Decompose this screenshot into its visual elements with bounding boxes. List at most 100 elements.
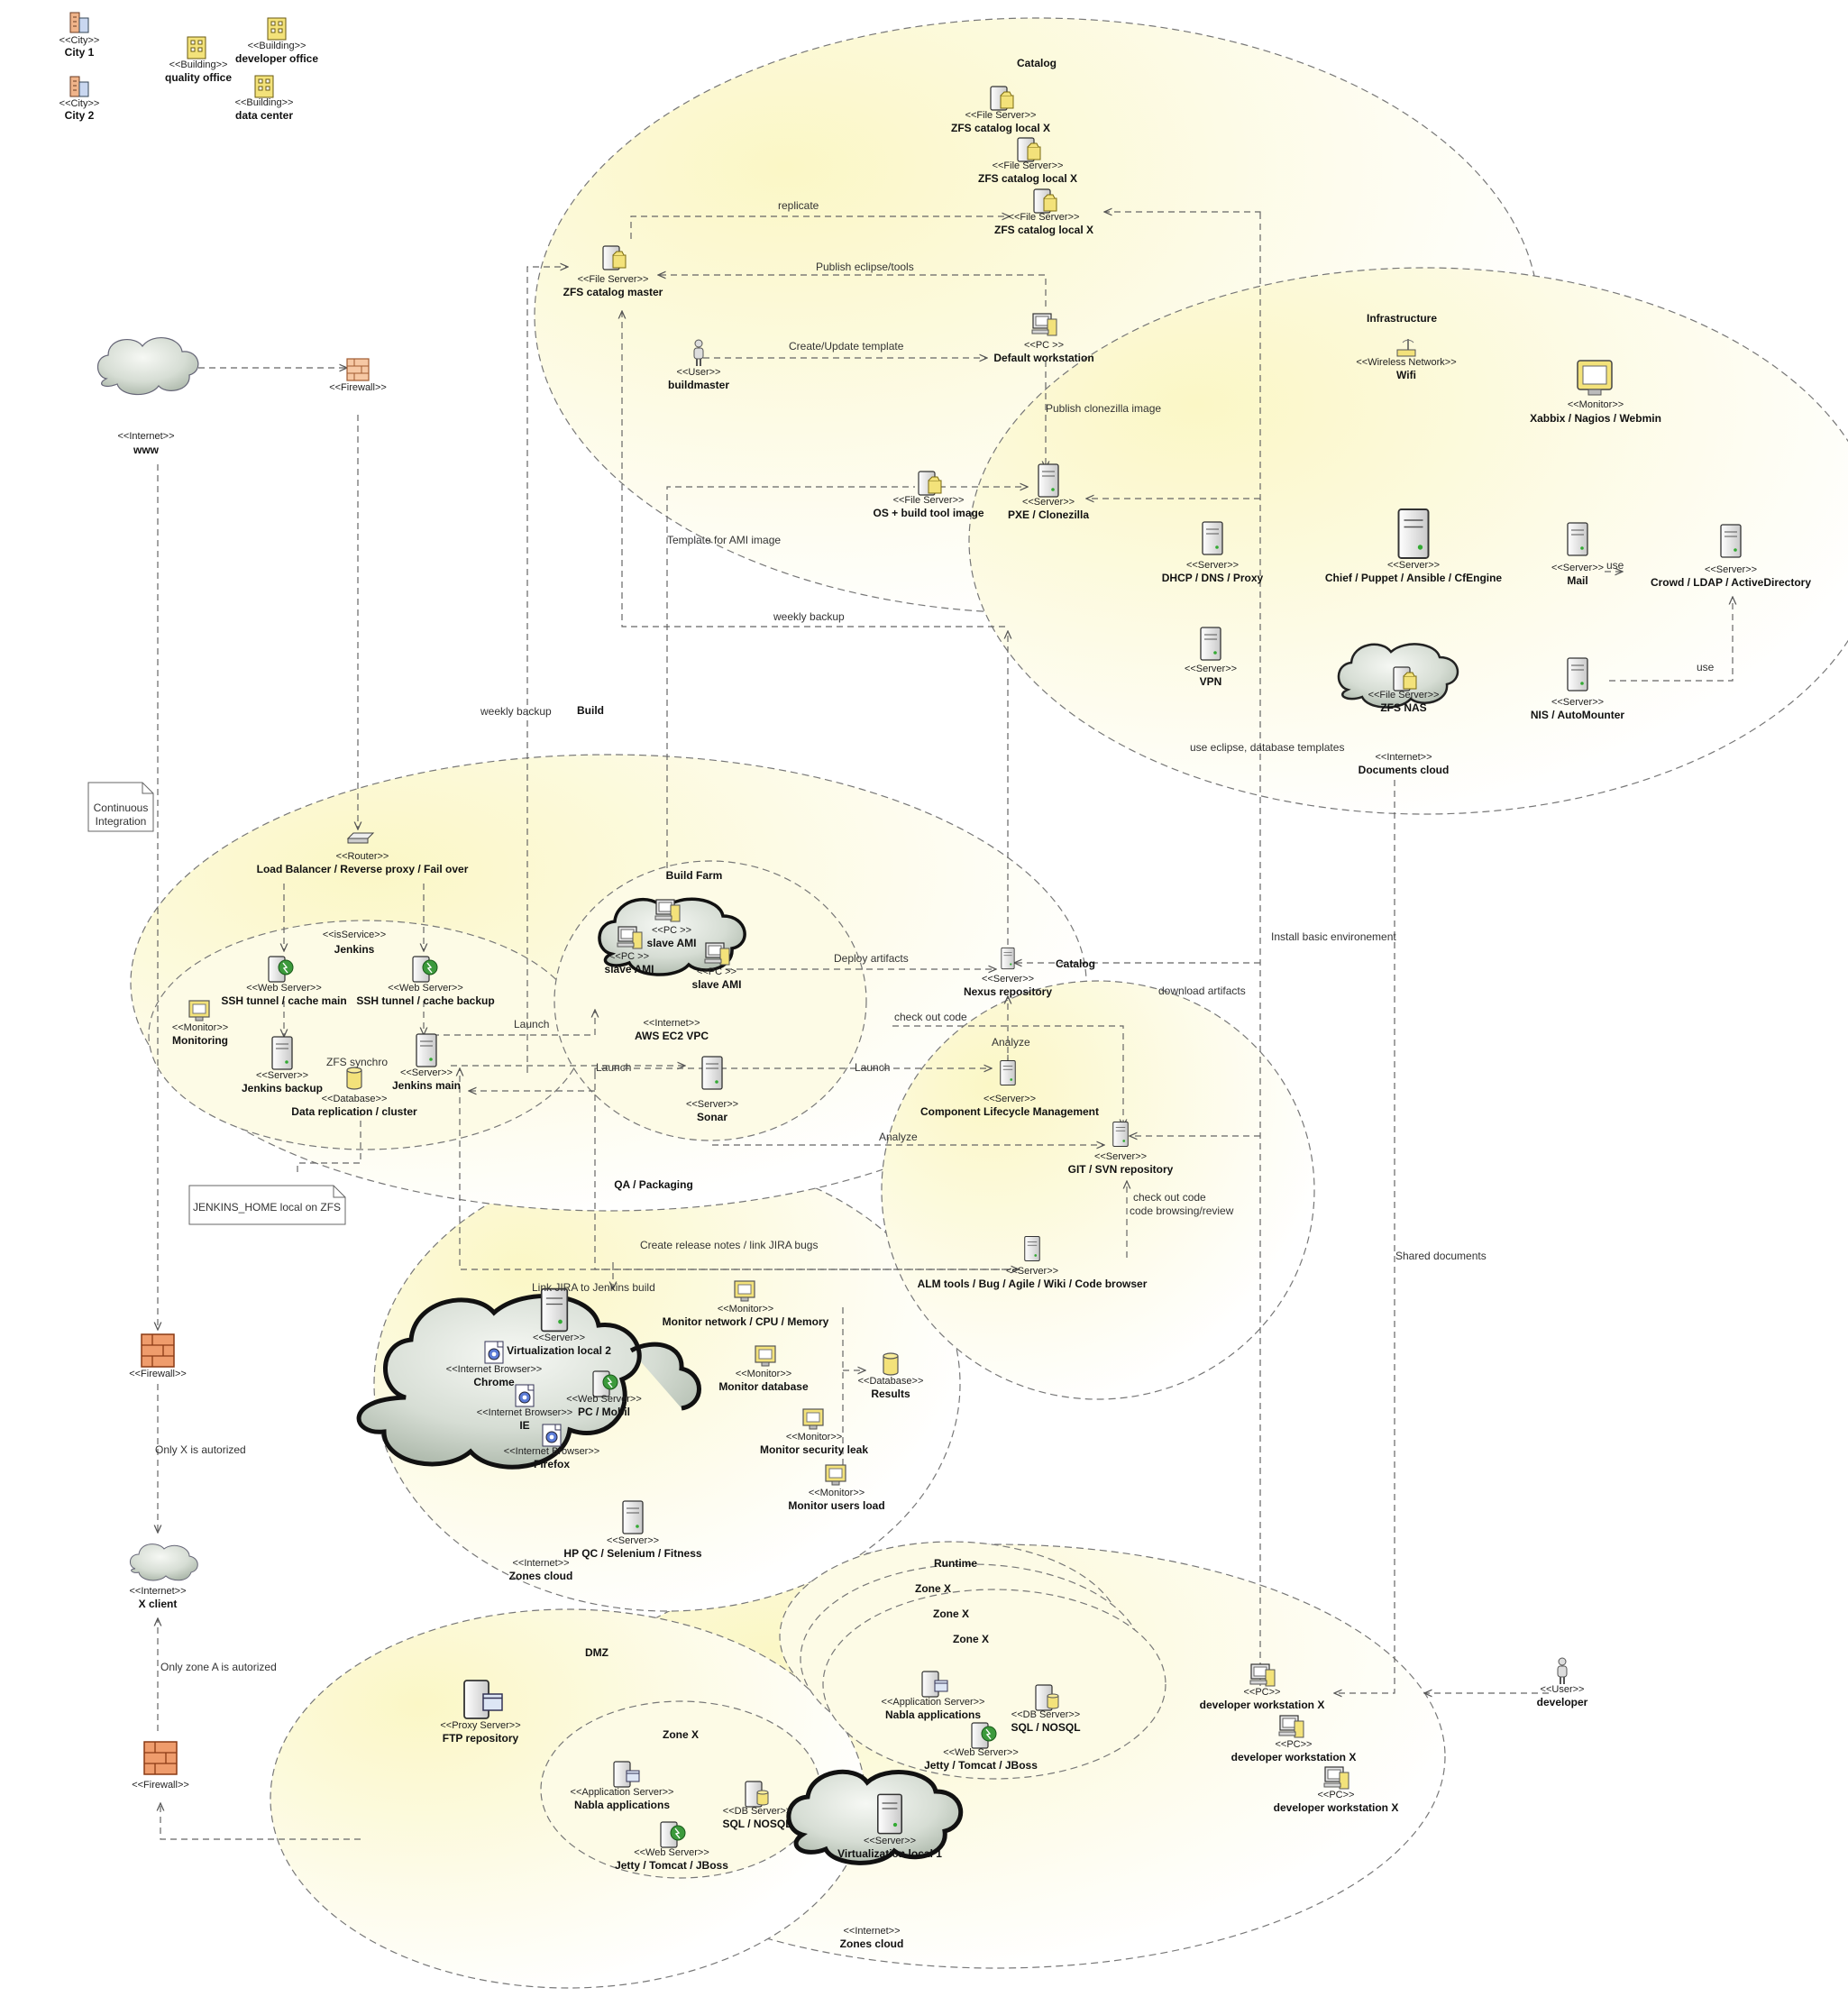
qa-cloud — [356, 1294, 701, 1470]
node-virt2-name: Virtualization local 2 — [507, 1344, 611, 1357]
edge-label-create-template: Create/Update template — [789, 340, 904, 353]
node-wifi-name: Wifi — [1396, 369, 1416, 381]
node-chief-stereo: <<Server>> — [1387, 560, 1440, 571]
edge-label-only-zone-a: Only zone A is autorized — [160, 1661, 277, 1673]
node-dev-ws-2-name: developer workstation X — [1231, 1751, 1357, 1763]
node-router-name: Load Balancer / Reverse proxy / Fail ove… — [257, 863, 469, 875]
node-buildmaster-name: buildmaster — [668, 379, 729, 391]
node-pc-mobil-name: PC / Mobil — [578, 1406, 630, 1418]
edge-label-check-out-2: check out code — [1133, 1191, 1206, 1204]
node-firewall-mid-stereo: <<Firewall>> — [129, 1369, 187, 1379]
legend-city2-name: City 2 — [65, 109, 95, 122]
edge-label-shared-docs: Shared documents — [1395, 1250, 1487, 1262]
node-slave-1-stereo: <<PC >> — [652, 925, 691, 936]
node-nexus-name: Nexus repository — [964, 985, 1052, 998]
edge-launch-1 — [433, 1010, 595, 1036]
node-rt-web-stereo: <<Web Server>> — [943, 1747, 1019, 1758]
node-aws-name: AWS EC2 VPC — [635, 1030, 709, 1042]
node-dhcp-stereo: <<Server>> — [1186, 560, 1239, 571]
node-zfs-local-3-stereo: <<File Server>> — [1009, 212, 1080, 223]
node-www-name: www — [133, 444, 160, 456]
edge-label-weekly-backup-2: weekly backup — [480, 705, 552, 718]
node-slave-2-name: slave AMI — [605, 963, 654, 976]
node-pxe-stereo: <<Server>> — [1022, 497, 1075, 508]
user-icon — [1557, 1657, 1568, 1685]
note-ci-line-2: Integration — [96, 815, 147, 828]
node-mon-load-stereo: <<Monitor>> — [809, 1488, 865, 1498]
legend-city1-name: City 1 — [65, 46, 95, 59]
node-x-client-name: X client — [139, 1598, 178, 1610]
virt1-cloud — [786, 1769, 964, 1865]
node-labels: <<City>> City 1 <<City>> City 2 <<Buildi… — [59, 35, 1812, 1950]
edge-check-out-1 — [892, 1025, 1123, 1127]
node-sonar-name: Sonar — [697, 1111, 727, 1123]
edge-label-zfs-synchro: ZFS synchro — [326, 1056, 388, 1068]
node-zones-cloud-qa-name: Zones cloud — [509, 1570, 573, 1582]
node-mon-net-stereo: <<Monitor>> — [718, 1304, 773, 1314]
city-icon — [69, 76, 89, 97]
node-dmz-db-name: SQL / NOSQL — [722, 1818, 791, 1830]
edge-template-ami — [666, 486, 915, 879]
node-nis-name: NIS / AutoMounter — [1531, 709, 1625, 721]
node-jenkins-backup-stereo: <<Server>> — [256, 1070, 308, 1081]
node-docs-cloud-stereo: <<Internet>> — [1376, 752, 1432, 763]
node-xabbix-stereo: <<Monitor>> — [1568, 399, 1624, 410]
legend-datacenter-stereo: <<Building>> — [235, 97, 294, 108]
legend-devoffice-name: developer office — [235, 52, 318, 65]
node-xabbix-name: Xabbix / Nagios / Webmin — [1530, 412, 1661, 425]
zone-title-jenkins-stereo: <<isService>> — [323, 930, 386, 940]
firewall-icon — [143, 1741, 178, 1775]
zone-title-runtime: Runtime — [934, 1557, 977, 1570]
node-dmz-app-name: Nabla applications — [574, 1799, 670, 1811]
legend-city2-stereo: <<City>> — [59, 98, 100, 109]
legend-quality-stereo: <<Building>> — [169, 60, 228, 70]
edge-fw-dmz — [160, 1803, 361, 1840]
node-pxe-name: PXE / Clonezilla — [1008, 508, 1089, 521]
node-git-name: GIT / SVN repository — [1068, 1163, 1174, 1176]
monitor-icon — [1577, 360, 1613, 396]
node-mon-db-name: Monitor database — [718, 1380, 809, 1393]
node-virt1-name: Virtualization local 1 — [837, 1847, 942, 1860]
note-ci-line-1: Continuous — [94, 801, 149, 814]
legend-datacenter-name: data center — [235, 109, 293, 122]
node-wifi-stereo: <<Wireless Network>> — [1356, 357, 1456, 368]
node-virt1-stereo: <<Server>> — [864, 1836, 916, 1846]
server-icon — [1001, 947, 1015, 970]
node-router-stereo: <<Router>> — [336, 851, 389, 862]
edge-label-analyze-1: Analyze — [992, 1036, 1030, 1049]
node-slave-2-stereo: <<PC >> — [609, 951, 649, 962]
node-mon-load-name: Monitor users load — [788, 1499, 884, 1512]
edge-label-template-ami: Template for AMI image — [667, 534, 781, 546]
node-jenkins-main-stereo: <<Server>> — [400, 1067, 453, 1078]
node-zones-cloud-bottom-stereo: <<Internet>> — [844, 1926, 901, 1937]
edge-label-analyze-2: Analyze — [879, 1131, 918, 1143]
node-dev-ws-1-stereo: <<PC>> — [1244, 1687, 1281, 1698]
firewall-icon — [141, 1333, 175, 1368]
node-clm-name: Component Lifecycle Management — [920, 1105, 1099, 1118]
server-icon — [416, 1033, 437, 1067]
node-results-name: Results — [871, 1388, 910, 1400]
edge-shared-docs — [1334, 780, 1395, 1693]
edge-label-publish-eclipse: Publish eclipse/tools — [816, 261, 914, 273]
edge-label-download: download artifacts — [1158, 985, 1246, 997]
zone-title-infrastructure: Infrastructure — [1367, 312, 1437, 325]
node-crowd-name: Crowd / LDAP / ActiveDirectory — [1651, 576, 1811, 589]
zone-runtime-3 — [822, 1589, 1166, 1780]
node-chrome-stereo: <<Internet Browser>> — [446, 1364, 542, 1375]
node-dmz-web-stereo: <<Web Server>> — [634, 1847, 709, 1858]
node-ssh-main-name: SSH tunnel / cache main — [221, 994, 346, 1007]
node-slave-1-name: slave AMI — [647, 937, 697, 949]
edge-label-link-jira: Link JIRA to Jenkins build — [532, 1281, 655, 1294]
note-jenkins-home-text: JENKINS_HOME local on ZFS — [193, 1201, 341, 1214]
edge-label-only-x: Only X is autorized — [155, 1443, 246, 1456]
edge-label-replicate: replicate — [778, 199, 819, 212]
firewall-icon — [346, 358, 370, 381]
node-dev-ws-2-stereo: <<PC>> — [1276, 1739, 1313, 1750]
note-ci: Continuous Integration — [87, 782, 154, 832]
node-alm-name: ALM tools / Bug / Agile / Wiki / Code br… — [918, 1278, 1148, 1290]
server-icon — [1397, 508, 1430, 559]
node-data-repl-stereo: <<Database>> — [322, 1094, 388, 1104]
node-ssh-backup-name: SSH tunnel / cache backup — [356, 994, 494, 1007]
building-icon — [267, 17, 287, 41]
legend-devoffice-stereo: <<Building>> — [248, 41, 306, 51]
